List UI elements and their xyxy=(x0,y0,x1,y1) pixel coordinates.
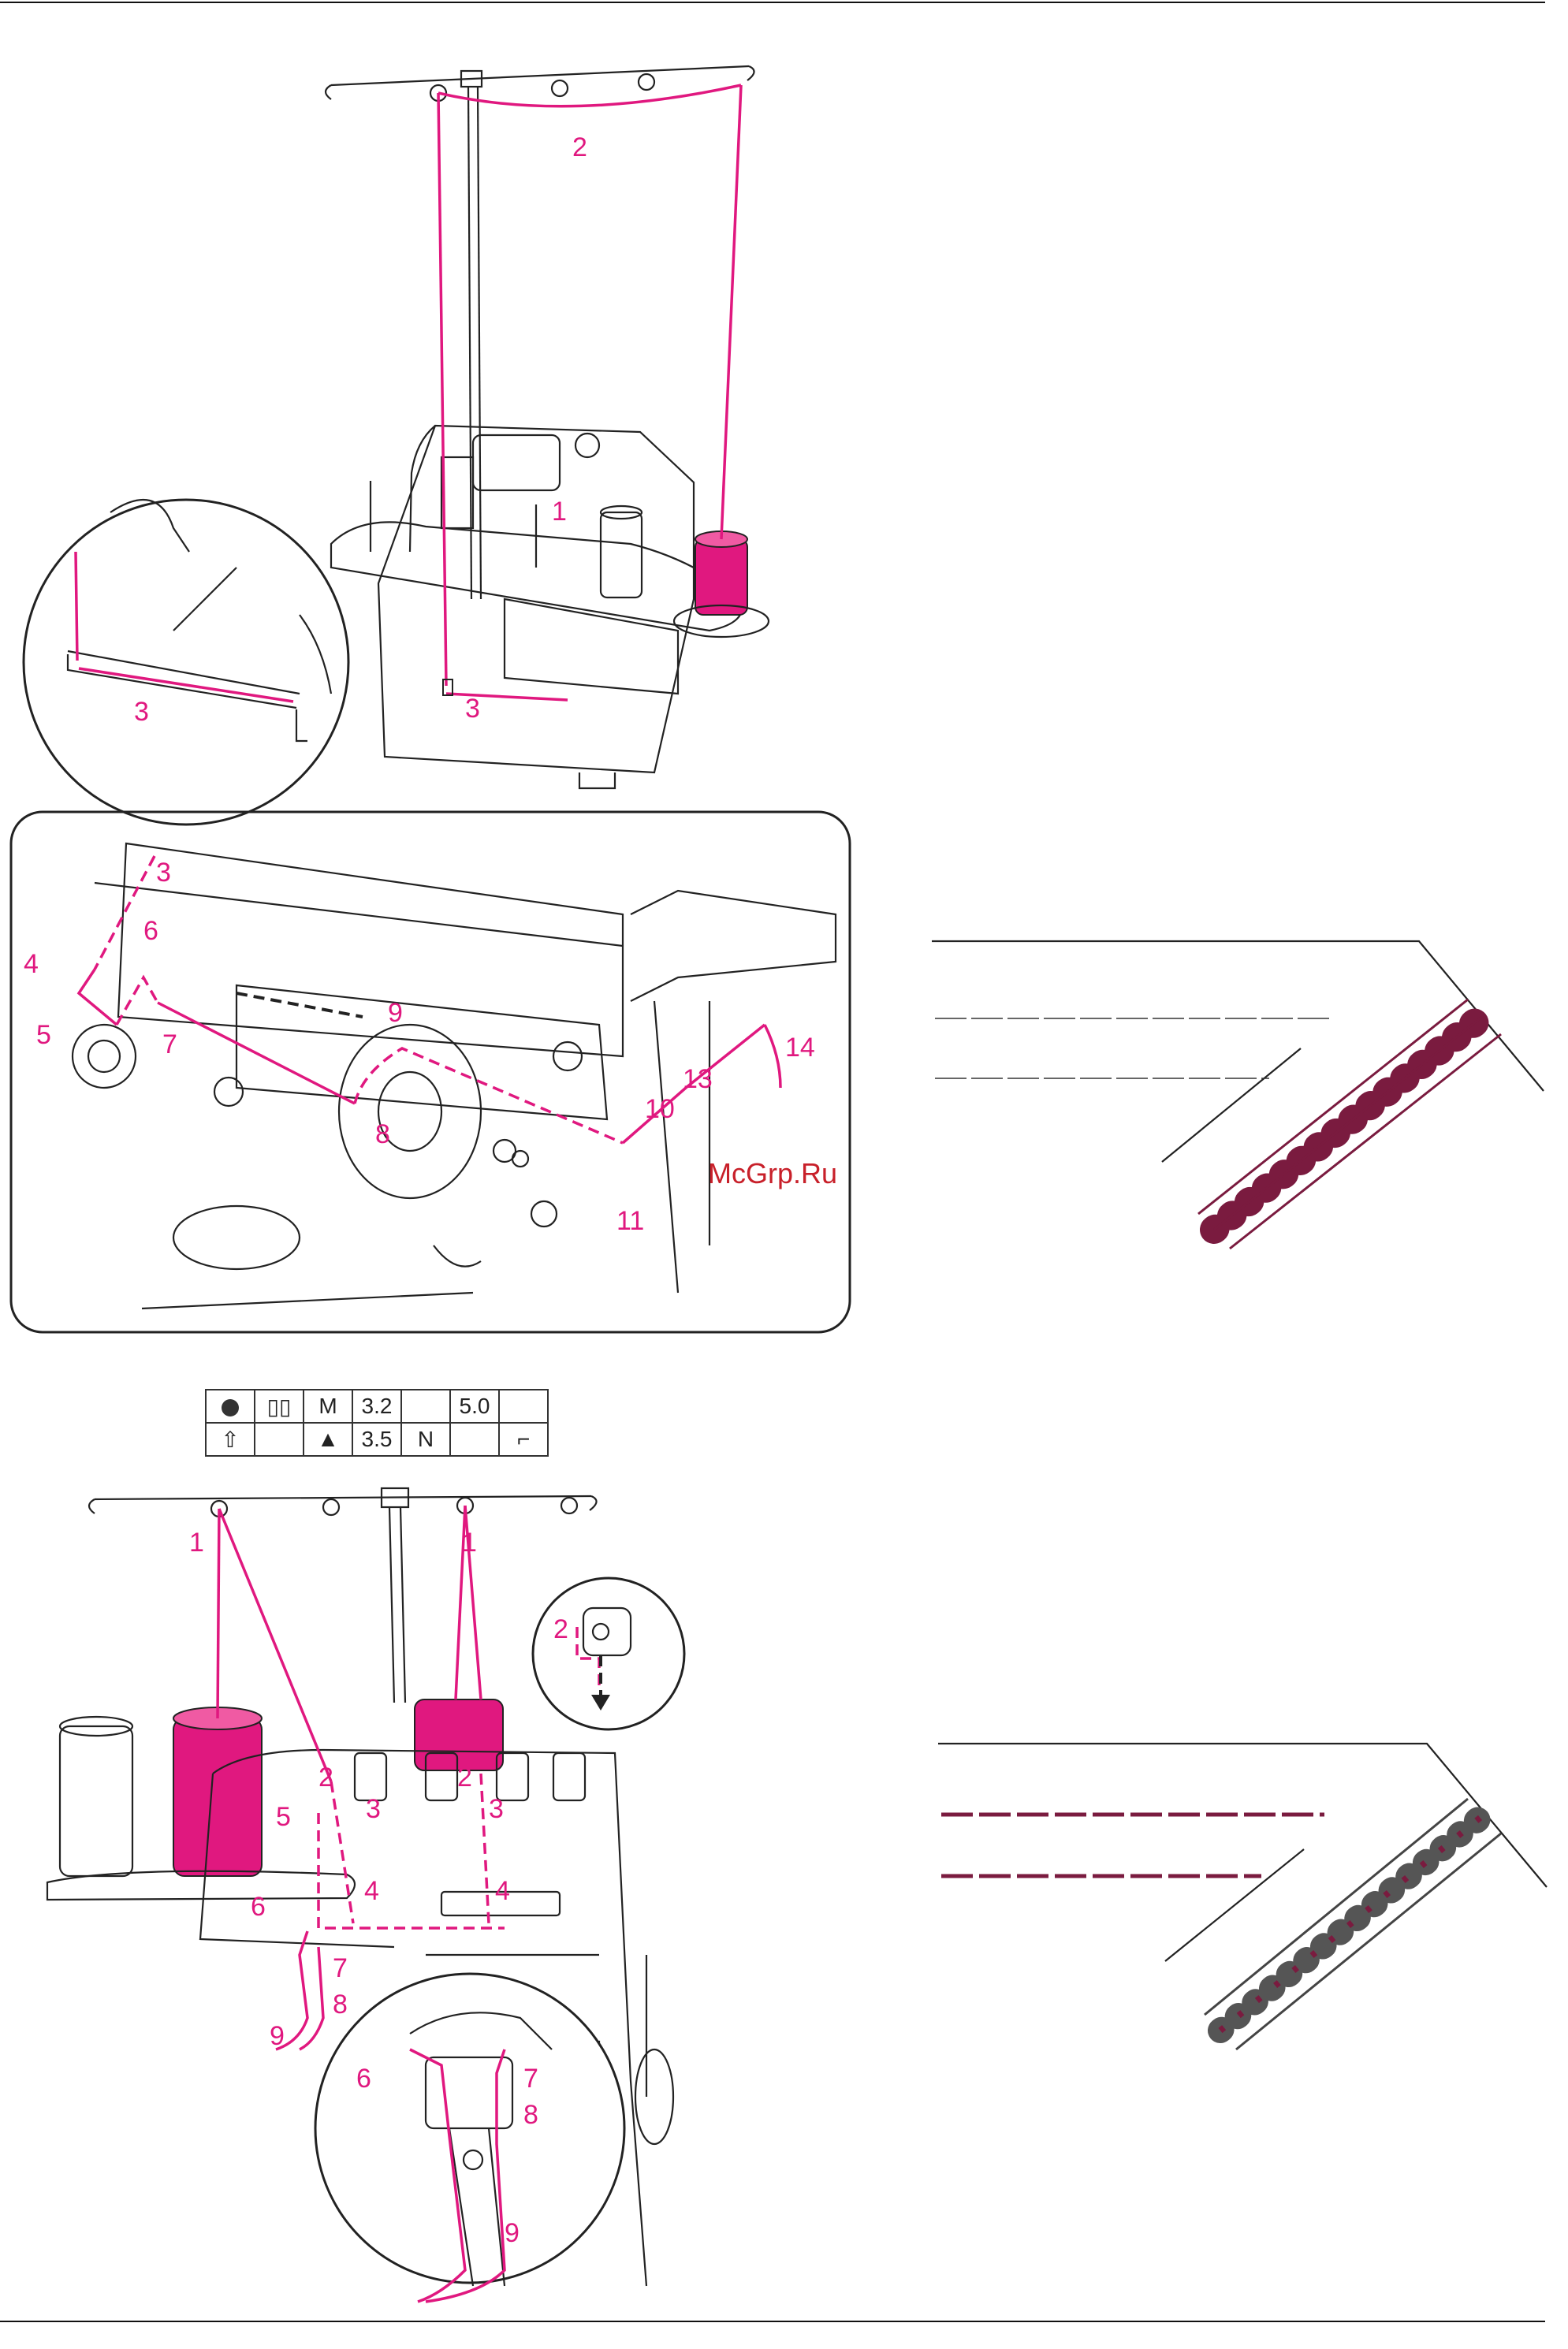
label-figure3-8-zoom: 8 xyxy=(523,2100,538,2130)
watermark: McGrp.Ru xyxy=(708,1157,837,1190)
label-figure3-1b: 1 xyxy=(462,1528,477,1558)
label-figure2-5: 5 xyxy=(36,1020,51,1050)
label-figure2-14: 14 xyxy=(785,1033,815,1063)
figure-looper-threading: 3 4 5 6 7 8 9 10 11 13 14 xyxy=(11,812,850,1332)
label-figure2-3: 3 xyxy=(156,858,171,888)
label-figure3-8: 8 xyxy=(333,1990,348,2020)
settings-cell: ⇧ xyxy=(206,1423,255,1456)
label-figure2-7: 7 xyxy=(162,1029,177,1059)
label-figure3-9: 9 xyxy=(270,2021,285,2051)
label-figure2-6: 6 xyxy=(143,916,158,946)
label-figure3-4a: 4 xyxy=(364,1876,379,1906)
label-figure3-2b: 2 xyxy=(457,1763,472,1792)
label-figure2-4: 4 xyxy=(24,949,39,979)
settings-cell: 3.5 xyxy=(352,1423,401,1456)
label-figure3-7: 7 xyxy=(333,1953,348,1983)
settings-cell xyxy=(401,1390,450,1423)
settings-cell: N xyxy=(401,1423,450,1456)
figure-needle-threading: 1 1 2 2 2 3 3 4 4 5 6 7 8 9 6 7 8 9 xyxy=(47,1488,684,2302)
stitch-sample-lower xyxy=(938,1744,1547,2049)
settings-row-2: ⇧ ▲ 3.5 N ⌐ xyxy=(206,1423,548,1456)
settings-cell: 3.2 xyxy=(352,1390,401,1423)
label-figure3-5: 5 xyxy=(276,1802,291,1832)
settings-cell xyxy=(450,1423,499,1456)
settings-cell xyxy=(255,1423,304,1456)
label-figure3-6-zoom: 6 xyxy=(356,2064,371,2094)
label-figure2-11: 11 xyxy=(616,1206,644,1236)
label-figure1-3a: 3 xyxy=(134,697,149,727)
settings-cell: ▲ xyxy=(304,1423,352,1456)
label-figure3-1a: 1 xyxy=(189,1528,204,1558)
settings-cell xyxy=(499,1390,548,1423)
label-figure3-9-zoom: 9 xyxy=(505,2218,520,2248)
settings-cell: 5.0 xyxy=(450,1390,499,1423)
settings-row-1: ▯▯ M 3.2 5.0 xyxy=(206,1390,548,1423)
label-figure2-9: 9 xyxy=(388,998,403,1028)
label-figure3-6: 6 xyxy=(251,1892,266,1922)
label-figure3-3b: 3 xyxy=(489,1794,504,1824)
label-figure1-2: 2 xyxy=(572,132,587,162)
label-figure3-7-zoom: 7 xyxy=(523,2064,538,2094)
stitch-symbol-icon xyxy=(206,1390,255,1423)
label-figure3-3a: 3 xyxy=(366,1794,381,1824)
settings-table: ▯▯ M 3.2 5.0 ⇧ ▲ 3.5 N ⌐ xyxy=(205,1389,549,1457)
figure-thread-stand: 2 1 3 xyxy=(326,66,769,788)
label-figure1-3b: 3 xyxy=(465,694,480,724)
label-figure3-2-zoom: 2 xyxy=(553,1614,568,1644)
label-figure3-4b: 4 xyxy=(495,1876,510,1906)
presser-foot-icon: ⌐ xyxy=(499,1423,548,1456)
figure-zoom-thread-guide: 3 xyxy=(24,500,348,825)
label-figure1-1: 1 xyxy=(552,497,567,527)
label-figure3-2a: 2 xyxy=(318,1763,333,1792)
label-figure2-10: 10 xyxy=(645,1094,675,1124)
stitch-sample-upper xyxy=(932,941,1544,1249)
label-figure2-8: 8 xyxy=(375,1119,390,1149)
settings-cell: M xyxy=(304,1390,352,1423)
label-figure2-13: 13 xyxy=(683,1064,713,1094)
needle-icon: ▯▯ xyxy=(255,1390,304,1423)
